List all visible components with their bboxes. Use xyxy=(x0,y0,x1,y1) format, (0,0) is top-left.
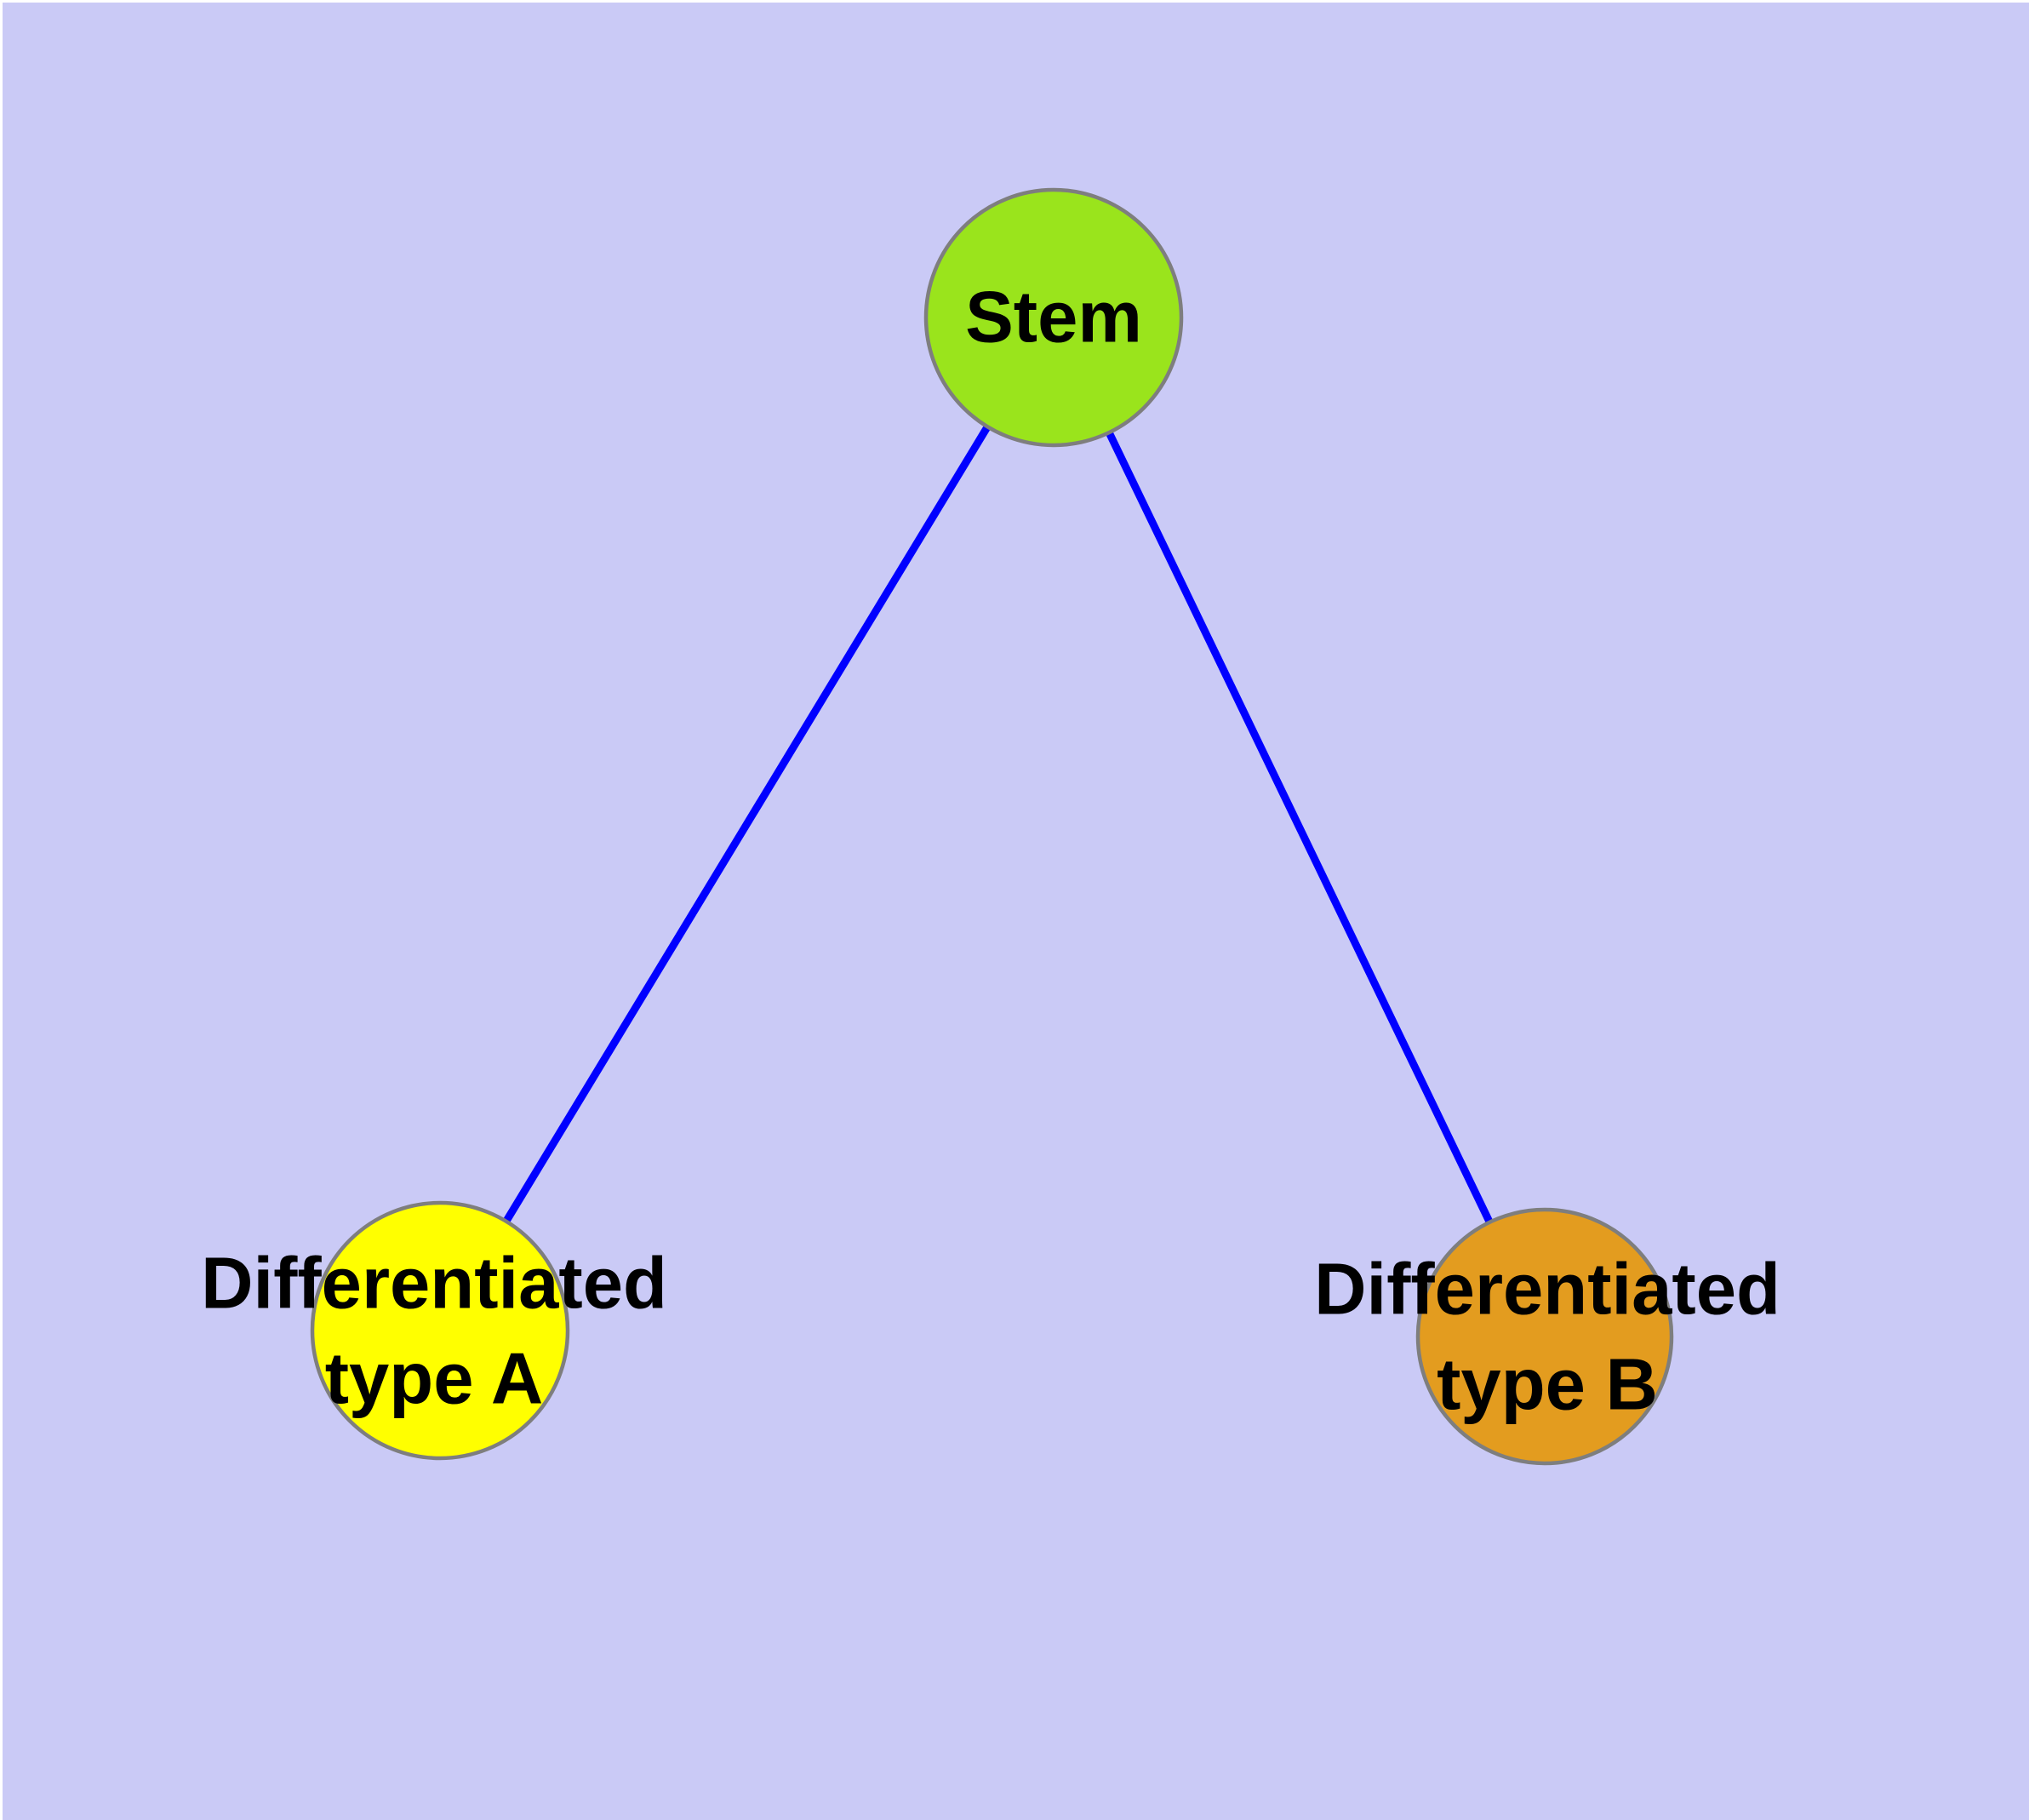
node-stem xyxy=(923,187,1184,448)
node-type-a xyxy=(310,1200,570,1461)
node-type-a-label-line2: type A xyxy=(325,1339,544,1420)
node-type-b xyxy=(1415,1207,1674,1466)
node-type-b-label-line1: Differentiated xyxy=(1314,1250,1780,1331)
node-type-b-label-line2: type B xyxy=(1437,1345,1658,1426)
edge-stem-type-b xyxy=(1049,316,1549,1338)
node-type-a-label-line1: Differentiated xyxy=(201,1244,667,1325)
edge-stem-type-a xyxy=(437,315,1057,1333)
node-stem-label: Stem xyxy=(965,278,1142,358)
